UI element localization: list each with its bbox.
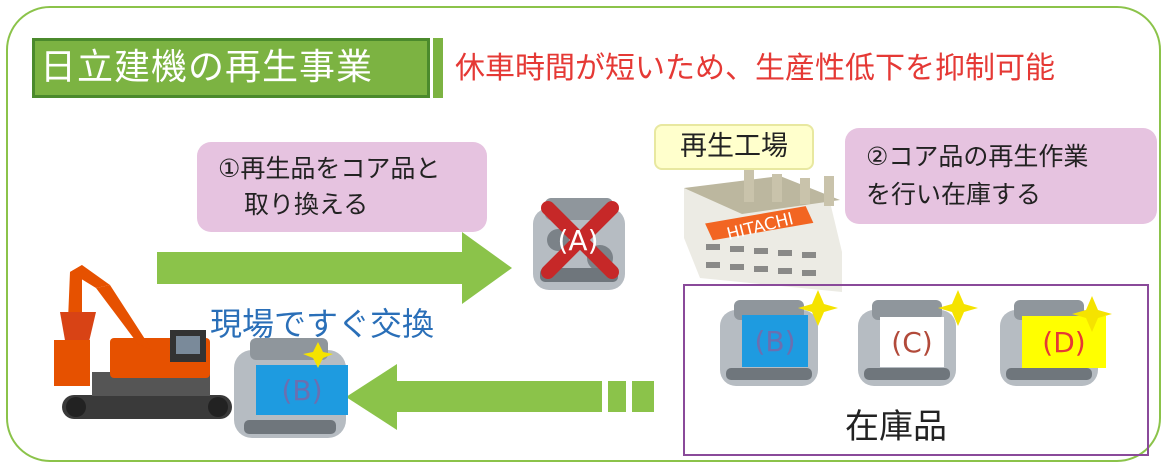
page-title: 日立建機の再生事業 [40, 47, 374, 88]
engine-installed-tag [256, 365, 348, 415]
engine-stock-c-label: (C) [891, 326, 932, 359]
cross-mark-icon [541, 201, 619, 279]
inventory-box [683, 284, 1149, 456]
inventory-label: 在庫品 [845, 407, 947, 447]
title-background [32, 38, 430, 98]
sparkle-b-icon [798, 290, 838, 326]
engine-stock-c-tag [880, 317, 944, 367]
sparkle-d-icon [1072, 296, 1112, 332]
arrow-to-core [157, 232, 512, 304]
onsite-exchange-label: 現場ですぐ交換 [210, 305, 435, 343]
arrow-from-inventory [346, 364, 654, 430]
step2-line1: ②コア品の再生作業 [866, 142, 1089, 171]
step1-line1: ①再生品をコア品と [218, 154, 441, 183]
step1-line2: 取り換える [244, 190, 369, 219]
excavator-icon [54, 265, 232, 419]
engine-stock-d-label: (D) [1042, 326, 1085, 359]
title-accent-bar [433, 38, 443, 98]
sparkle-c-icon [938, 290, 978, 326]
step2-line2: を行い在庫する [866, 180, 1042, 209]
engine-stock-b-label: (B) [754, 325, 795, 358]
diagram-frame [6, 6, 1161, 462]
engine-stock-b-tag [742, 315, 808, 367]
step2-callout [845, 128, 1157, 224]
factory-icon [684, 170, 842, 292]
engine-a-label: (A) [557, 224, 598, 257]
page-subtitle: 休車時間が短いため、生産性低下を抑制可能 [455, 51, 1055, 86]
engine-installed-label: (B) [281, 374, 322, 407]
factory-label: 再生工場 [654, 124, 814, 170]
sparkle-installed-icon [303, 342, 333, 368]
step1-callout [197, 142, 487, 232]
